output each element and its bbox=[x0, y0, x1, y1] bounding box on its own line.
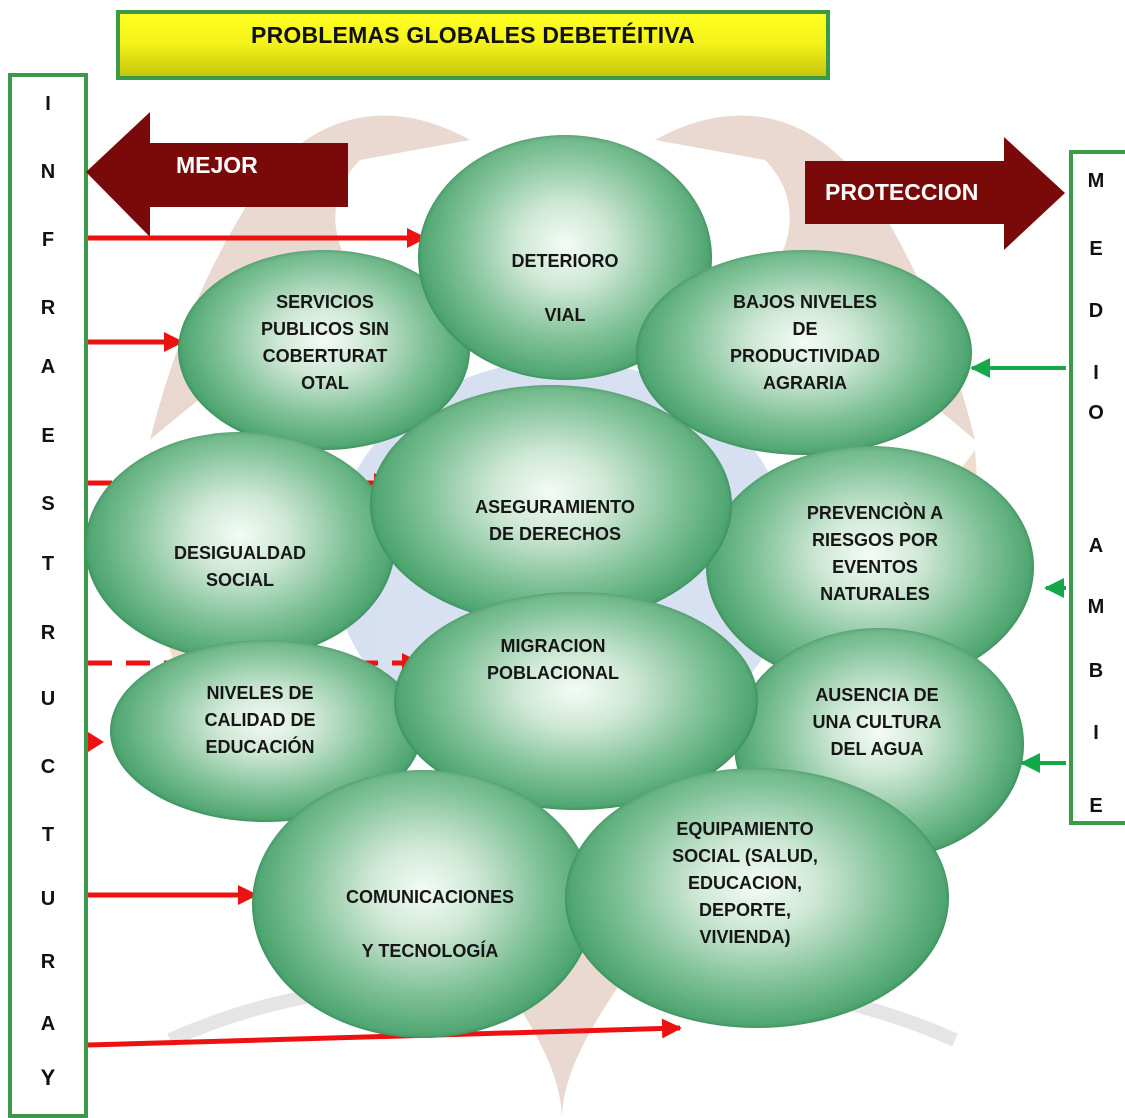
desigualdad-label: DESIGUALDAD SOCIAL bbox=[173, 543, 306, 590]
page-title: PROBLEMAS GLOBALES DEBETÉITIVA bbox=[251, 21, 695, 48]
deterioro-vial-label: DETERIORO VIAL bbox=[511, 251, 619, 325]
connector-red-4 bbox=[87, 1018, 682, 1048]
bajos-niveles-ellipse bbox=[636, 250, 972, 455]
bajos-niveles-label: BAJOS NIVELES DE PRODUCTIVIDAD AGRARIA bbox=[729, 292, 880, 393]
infraestructura-letter: T bbox=[41, 553, 55, 575]
proteccion-block-arrow bbox=[805, 137, 1065, 250]
mejor-label: MEJOR bbox=[176, 152, 258, 178]
desigualdad-ellipse bbox=[85, 432, 395, 660]
infraestructura-letter: Y bbox=[40, 1065, 56, 1090]
migracion-label: MIGRACION POBLACIONAL bbox=[487, 636, 619, 683]
infraestructura-letter: E bbox=[41, 425, 55, 447]
infraestructura-letter: R bbox=[40, 951, 56, 973]
medio-ambiente-letter: I bbox=[1093, 722, 1099, 744]
infraestructura-letter: C bbox=[40, 756, 56, 778]
infraestructura-letter: U bbox=[40, 688, 56, 710]
infraestructura-box bbox=[8, 73, 88, 1118]
infraestructura-letters: I N F R A E S T R U C T U R A Y bbox=[28, 0, 68, 1118]
medio-ambiente-letter: I bbox=[1093, 362, 1099, 384]
infraestructura-letter: A bbox=[40, 356, 56, 378]
medio-ambiente-letter: M bbox=[1087, 596, 1105, 618]
medio-ambiente-letter: D bbox=[1088, 300, 1104, 322]
medio-ambiente-box bbox=[1069, 150, 1125, 825]
medio-ambiente-letter: E bbox=[1089, 795, 1103, 815]
equipamiento-ellipse bbox=[565, 768, 949, 1028]
connector-red-small-head bbox=[88, 732, 104, 752]
medio-ambiente-letter: E bbox=[1089, 238, 1103, 260]
infraestructura-letter: T bbox=[41, 824, 55, 846]
proteccion-label: PROTECCION bbox=[825, 179, 979, 205]
medio-ambiente-letter: M bbox=[1087, 170, 1105, 192]
niveles-educacion-label: NIVELES DE CALIDAD DE EDUCACIÓN bbox=[204, 683, 316, 757]
prevencion-label: PREVENCIÒN A RIESGOS POR EVENTOS NATURAL… bbox=[806, 503, 944, 604]
comunicaciones-ellipse bbox=[252, 770, 594, 1038]
ausencia-agua-label: AUSENCIA DE UNA CULTURA DEL AGUA bbox=[812, 685, 942, 759]
infraestructura-letter: N bbox=[40, 161, 56, 183]
servicios-publicos-label: SERVICIOS PUBLICOS SIN COBERTURAT OTAL bbox=[260, 292, 389, 393]
medio-ambiente-letter: O bbox=[1088, 402, 1104, 424]
infraestructura-letter: R bbox=[40, 622, 56, 644]
mejor-block-arrow bbox=[86, 112, 348, 237]
aseguramiento-ellipse bbox=[370, 385, 732, 625]
medio-ambiente-letter: A bbox=[1088, 535, 1104, 557]
infraestructura-letter: I bbox=[45, 93, 51, 115]
infraestructura-letter: A bbox=[40, 1013, 56, 1035]
comunicaciones-label: COMUNICACIONES Y TECNOLOGÍA bbox=[345, 887, 514, 961]
infraestructura-letter: F bbox=[41, 229, 55, 251]
aseguramiento-label: ASEGURAMIENTO DE DERECHOS bbox=[475, 497, 635, 544]
infraestructura-letter: R bbox=[40, 297, 56, 319]
title-banner: PROBLEMAS GLOBALES DEBETÉITIVA bbox=[116, 10, 830, 80]
infraestructura-letter: U bbox=[40, 888, 56, 910]
medio-ambiente-letter: B bbox=[1088, 660, 1104, 682]
equipamiento-label: EQUIPAMIENTO SOCIAL (SALUD, EDUCACION, D… bbox=[672, 819, 818, 947]
infraestructura-letter: S bbox=[41, 493, 55, 515]
